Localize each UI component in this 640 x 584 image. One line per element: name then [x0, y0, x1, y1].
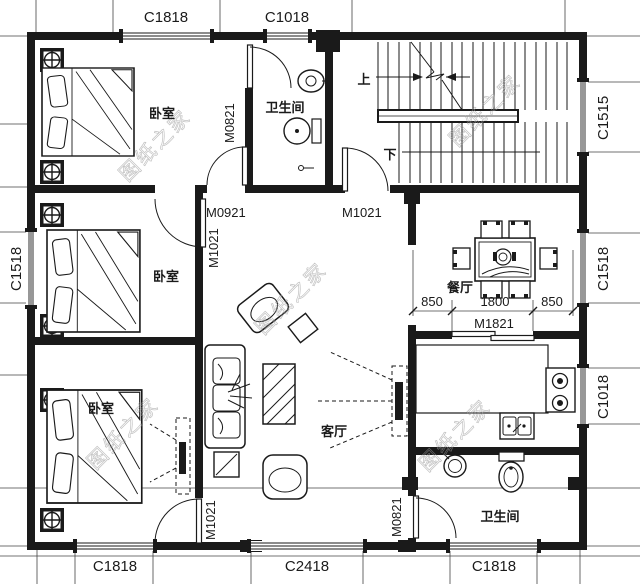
plant-icon [227, 373, 253, 409]
window-label-bottom-right: C1818 [472, 558, 516, 575]
door-label-bathroom-bottom: M0821 [389, 497, 404, 537]
bed-middle [46, 229, 141, 333]
room-label-bathroom-bottom: 卫生间 [480, 509, 519, 524]
room-label-bedroom-middle: 卧室 [153, 269, 179, 284]
stair-down-label: 下 [383, 147, 396, 162]
living-furniture [149, 282, 408, 500]
hotpot-icon [494, 248, 512, 266]
dim-850-right: 850 [541, 294, 563, 309]
stair-break-line [410, 41, 463, 111]
room-label-living: 客厅 [321, 424, 347, 439]
kitchen-sink-icon [499, 412, 535, 440]
room-label-bedroom-bottom: 卧室 [88, 401, 114, 416]
bed-top [41, 67, 135, 157]
side-table-rotated [287, 312, 319, 344]
tv-bedroom [149, 417, 191, 495]
window-label-bottom-center: C2418 [285, 558, 329, 575]
room-label-bedroom-top: 卧室 [149, 106, 175, 121]
door-label-bedroom-top: M0921 [206, 205, 246, 220]
staircase [376, 41, 568, 183]
bathroom-bottom-fixtures [443, 451, 525, 493]
window-label-right-top: C1515 [595, 96, 612, 140]
lounge-chair [236, 282, 290, 334]
side-table [213, 451, 240, 478]
tv-living [316, 351, 408, 449]
door-label-dining-kitchen: M1821 [474, 316, 514, 331]
interior-walls [35, 40, 583, 544]
toilet-icon [283, 117, 322, 145]
dim-1800: 1800 [481, 294, 510, 309]
windows [25, 29, 589, 553]
floor-drain-icon [298, 165, 304, 171]
doors [154, 44, 535, 544]
window-label-top-left: C1818 [144, 9, 188, 26]
door-label-bedroom-bottom: M1021 [203, 500, 218, 540]
toilet-icon [498, 451, 525, 493]
door-label-bathroom-top: M0821 [222, 103, 237, 143]
dining-chairs [452, 220, 558, 299]
stair-up-label: 上 [357, 72, 370, 87]
sink-icon [297, 69, 325, 93]
kitchen-fixtures [415, 344, 576, 440]
dining-set [452, 220, 558, 299]
armchair [262, 454, 308, 500]
window-label-right-bottom: C1018 [595, 375, 612, 419]
room-label-bathroom-top: 卫生间 [265, 100, 304, 115]
door-label-stair-hall: M1021 [342, 205, 382, 220]
dim-850-left: 850 [421, 294, 443, 309]
wash-basin-icon [443, 454, 467, 478]
dimension-string [408, 250, 578, 331]
room-label-dining: 餐厅 [446, 280, 473, 295]
wall-junction-blocks [240, 30, 584, 552]
coffee-table [262, 363, 296, 425]
sofa [204, 344, 253, 449]
window-label-right-middle: C1518 [595, 247, 612, 291]
stove-icon [545, 367, 576, 413]
window-label-top-center: C1018 [265, 9, 309, 26]
window-label-bottom-left: C1818 [93, 558, 137, 575]
window-label-left: C1518 [8, 247, 25, 291]
labels: C1818 C1018 C1818 C2418 C1818 C1518 C151… [8, 9, 612, 575]
bathroom-top-fixtures [283, 69, 328, 171]
door-label-bedroom-middle: M1021 [206, 228, 221, 268]
